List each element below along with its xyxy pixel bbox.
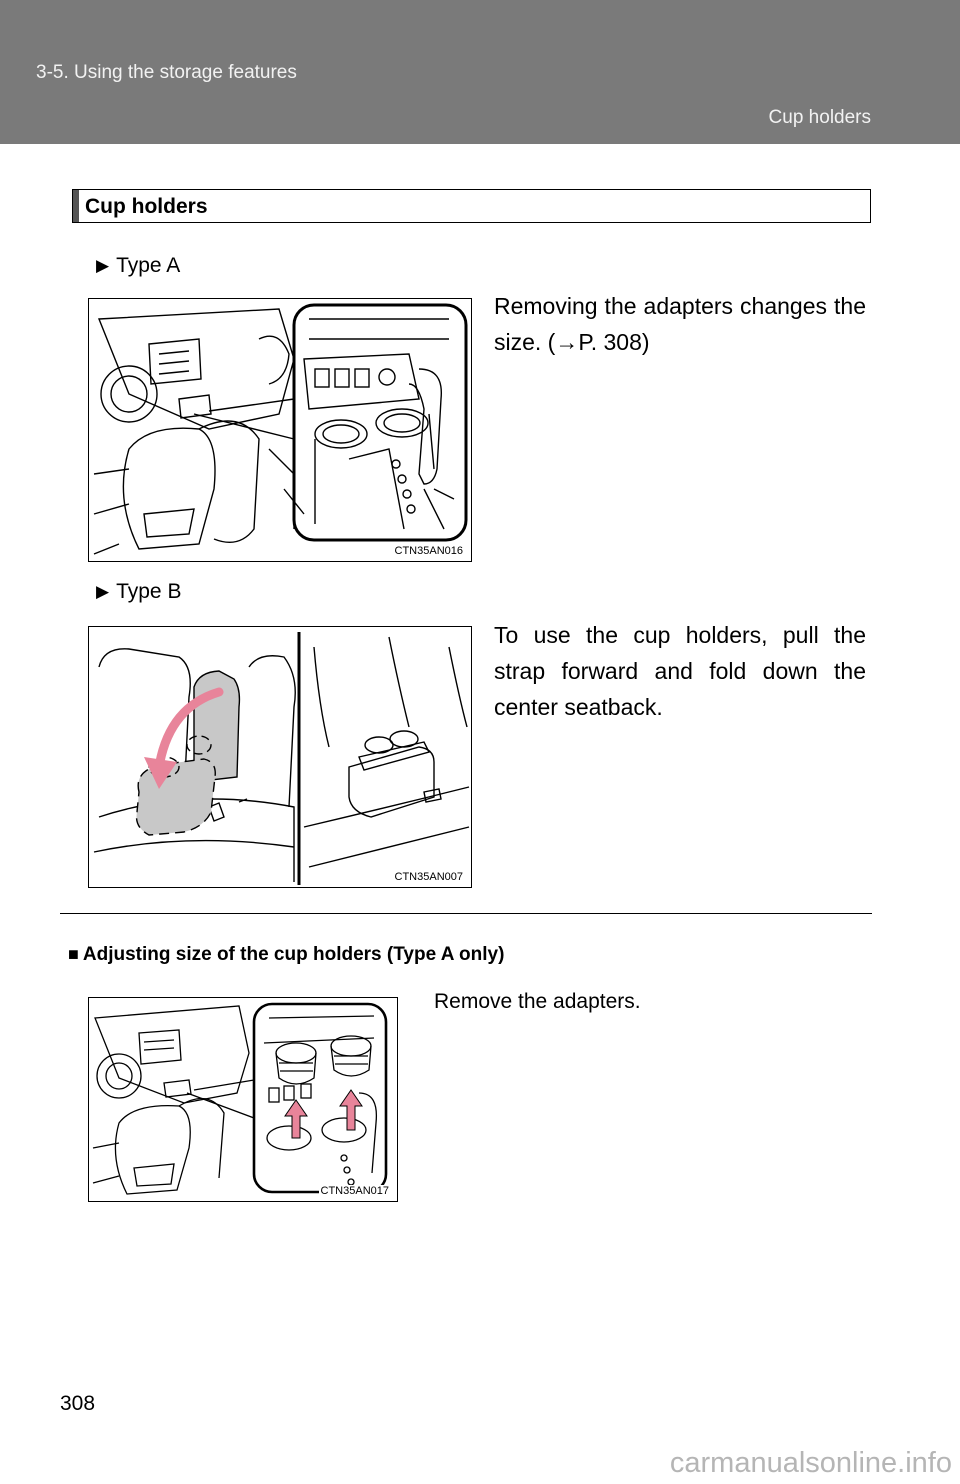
- figure-code: CTN35AN016: [392, 545, 465, 557]
- triangle-right-icon: ▶: [96, 582, 110, 601]
- watermark: carmanualsonline.info: [0, 1446, 960, 1484]
- figure-code: CTN35AN017: [318, 1185, 391, 1197]
- subsection-title: Cup holders: [768, 107, 871, 128]
- type-a-label: ▶ Type A: [96, 254, 180, 278]
- type-b-label: ▶ Type B: [96, 580, 181, 604]
- figure-code: CTN35AN007: [392, 871, 465, 883]
- cup-holders-title-box: Cup holders: [72, 189, 871, 223]
- page-number: 308: [60, 1392, 96, 1415]
- adjusting-illustration: [92, 1002, 388, 1195]
- type-b-label-text: Type B: [116, 580, 182, 603]
- type-a-illustration: [93, 303, 468, 555]
- section-divider: [60, 913, 872, 914]
- figure-adjusting: CTN35AN017: [88, 997, 398, 1202]
- square-icon: ■: [68, 944, 79, 964]
- type-b-illustration: [93, 632, 470, 885]
- adjusting-heading-text: Adjusting size of the cup holders (Type …: [82, 944, 505, 965]
- type-b-description: To use the cup holders, pull the strap f…: [494, 622, 866, 720]
- adjusting-description: Remove the adapters.: [434, 990, 641, 1013]
- watermark-text: carmanualsonline.info: [669, 1447, 952, 1479]
- triangle-right-icon: ▶: [96, 256, 110, 275]
- type-a-label-text: Type A: [116, 254, 181, 277]
- figure-type-a: CTN35AN016: [88, 298, 472, 562]
- title-bar-marker: [73, 190, 79, 222]
- page-header: 3-5. Using the storage features Cup hold…: [0, 0, 960, 144]
- figure-type-b: CTN35AN007: [88, 626, 472, 888]
- adjusting-heading: ■Adjusting size of the cup holders (Type…: [68, 944, 504, 966]
- type-a-description: Removing the adapters changes the size. …: [494, 293, 866, 355]
- section-title: 3-5. Using the storage features: [36, 62, 297, 83]
- page-title: Cup holders: [85, 195, 208, 218]
